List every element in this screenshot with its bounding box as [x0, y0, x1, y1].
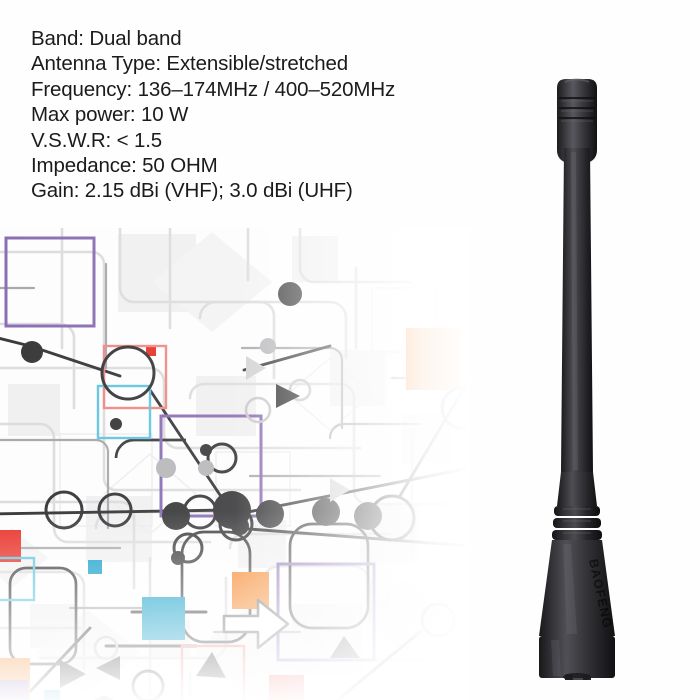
- antenna-collar-rings: [552, 506, 602, 540]
- spec-line-band: Band: Dual band: [31, 27, 182, 50]
- spec-line-max-power: Max power: 10 W: [31, 103, 189, 127]
- antenna-product-photo: BAOFENG: [505, 40, 685, 680]
- spec-line-vswr: V.S.W.R: < 1.5: [31, 128, 163, 152]
- shaft-highlight: [571, 152, 578, 470]
- spec-line-antenna-type: Antenna Type: Extensible/stretched: [31, 52, 349, 76]
- antenna-tip-cap: [557, 78, 597, 163]
- abstract-circuit-network-illustration: [0, 228, 470, 700]
- tip-cap-grooves: [559, 97, 595, 119]
- specification-list: Band: Dual band Antenna Type: Extensible…: [31, 26, 531, 204]
- antenna-lower-shaft: [557, 472, 597, 506]
- spec-line-gain: Gain: 2.15 dBi (VHF); 3.0 dBi (UHF): [31, 179, 353, 203]
- antenna-shaft: [561, 148, 593, 472]
- base-highlight: [563, 544, 577, 634]
- spec-line-frequency: Frequency: 136–174MHz / 400–520MHz: [31, 77, 396, 101]
- antenna-connector: [539, 636, 615, 680]
- spec-line-impedance: Impedance: 50 OHM: [31, 154, 218, 178]
- antenna-base-cone: [539, 540, 615, 636]
